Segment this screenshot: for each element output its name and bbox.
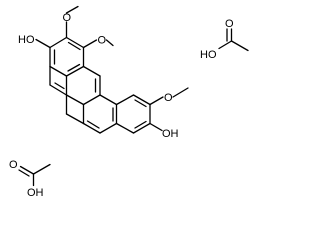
chemical-structure: HO O O O OH O HO O OH	[9, 5, 249, 199]
label-methoxy-o-middle: O	[98, 35, 107, 47]
label-acetic-top-carbonyl-o: O	[225, 18, 234, 30]
label-hydroxyl-right: OH	[162, 128, 179, 140]
label-methoxy-o-right: O	[164, 92, 173, 104]
acetic-acid-bottom: O OH	[9, 159, 51, 199]
label-hydroxyl-left: HO	[18, 34, 35, 46]
phenanthrene-diol-molecule	[35, 5, 189, 134]
label-acetic-top-hydroxyl: HO	[200, 49, 217, 61]
acetic-acid-top: O HO	[200, 18, 249, 61]
label-acetic-bottom-hydroxyl: OH	[27, 187, 44, 199]
label-methoxy-o-top: O	[63, 12, 72, 24]
label-acetic-bottom-carbonyl-o: O	[9, 159, 18, 171]
phenanthrene-atom-labels: HO O O O OH	[18, 12, 179, 140]
